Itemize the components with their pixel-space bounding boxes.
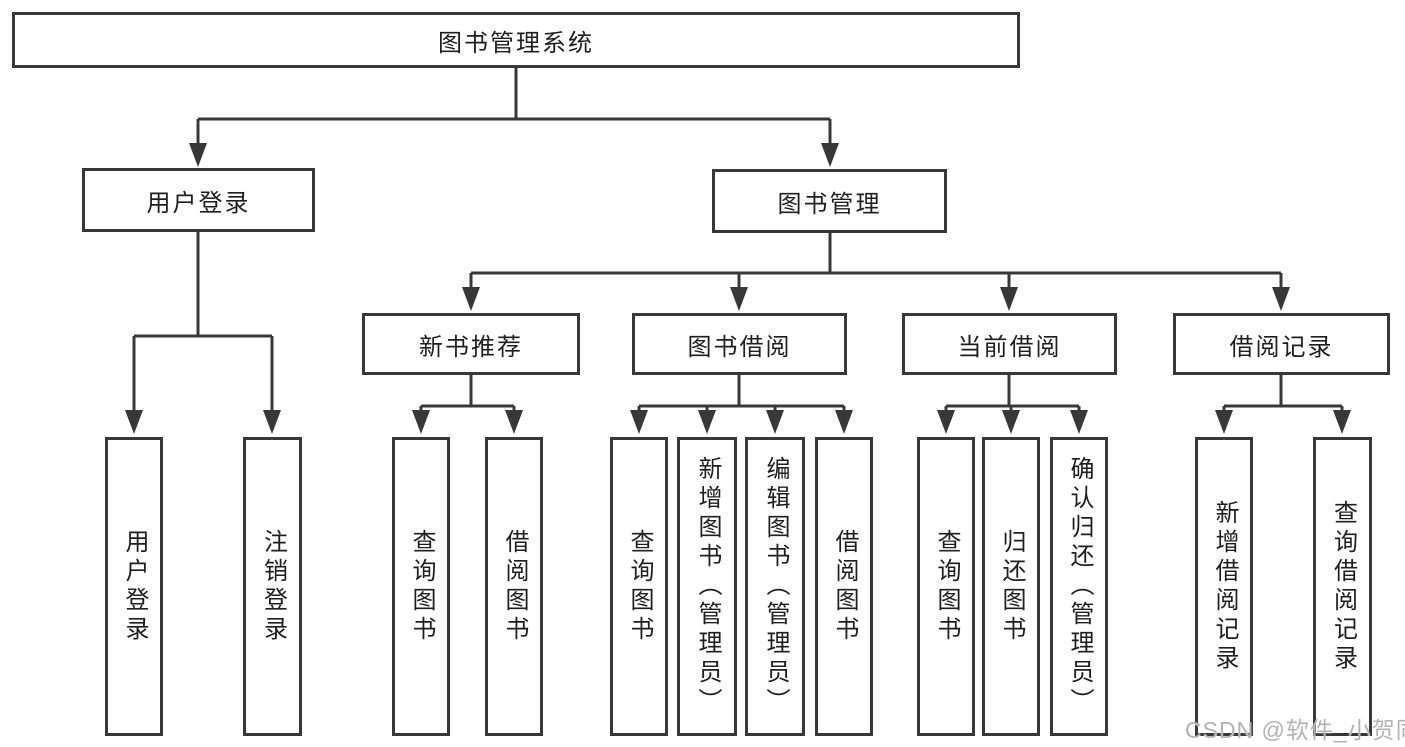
node-book-borrowing: 图书借阅: [632, 313, 847, 375]
node-branch-user-login: 用户登录: [82, 168, 315, 232]
node-leaf-user-login: 用户登录: [105, 437, 163, 736]
node-leaf-return-books: 归还图书: [982, 437, 1040, 736]
node-leaf-edit-books-admin: 编辑图书（管理员）: [745, 437, 805, 736]
node-new-book-recommend: 新书推荐: [362, 313, 580, 375]
arrowhead-icons: [125, 143, 1351, 434]
node-leaf-borrow-books-borrowing: 借阅图书: [815, 437, 873, 736]
node-leaf-add-books-admin: 新增图书（管理员）: [677, 437, 737, 736]
node-leaf-confirm-return-admin: 确认归还（管理员）: [1050, 437, 1108, 736]
node-leaf-query-books-borrowing: 查询图书: [610, 437, 668, 736]
connector-lines: [132, 68, 1344, 414]
csdn-watermark: CSDN @软件_小贺同学: [1185, 717, 1405, 743]
node-leaf-logout: 注销登录: [243, 437, 302, 736]
node-borrowing-records: 借阅记录: [1173, 313, 1390, 375]
node-leaf-borrow-books-recommend: 借阅图书: [485, 437, 543, 736]
node-leaf-add-borrow-record: 新增借阅记录: [1195, 437, 1253, 736]
node-leaf-query-books-recommend: 查询图书: [392, 437, 450, 736]
node-leaf-query-books-current: 查询图书: [917, 437, 975, 736]
node-book-management-system: 图书管理系统: [12, 12, 1020, 68]
node-current-borrowing: 当前借阅: [902, 313, 1117, 375]
node-root-label: 图书管理系统: [438, 29, 594, 57]
node-branch-book-management: 图书管理: [712, 169, 947, 233]
node-leaf-query-borrow-record: 查询借阅记录: [1313, 437, 1372, 736]
